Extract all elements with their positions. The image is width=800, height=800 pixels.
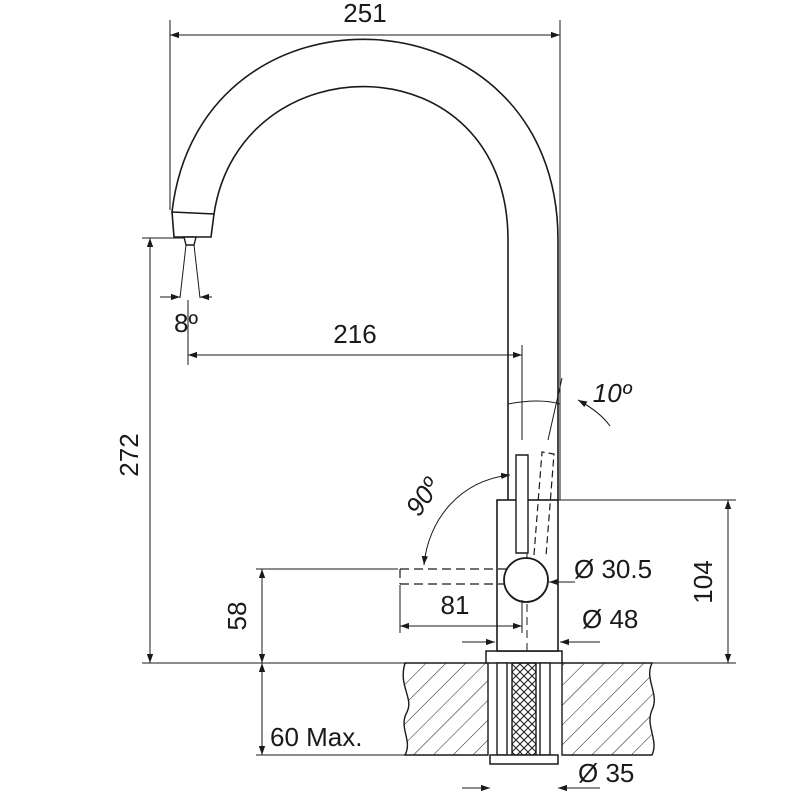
- water-line-2: [193, 244, 201, 299]
- dim-lever-length: 81: [399, 585, 523, 633]
- dim-base-diameter: Ø 48: [462, 604, 638, 646]
- spout-aerator: [171, 211, 215, 238]
- label-lever-angle: 90º: [399, 471, 446, 521]
- dim-max-worktop: 60 Max.: [256, 663, 405, 756]
- worktop-section: [402, 662, 655, 756]
- shank-nut: [489, 754, 559, 765]
- shank-left-rod: [496, 662, 508, 756]
- shank-right-rod: [539, 662, 551, 756]
- label-max-worktop: 60 Max.: [270, 722, 363, 752]
- spout-tip: [183, 236, 197, 246]
- label-shank-diameter: Ø 35: [578, 758, 634, 788]
- dim-spout-angle: 8º: [160, 293, 212, 338]
- label-lever-length: 81: [441, 590, 470, 620]
- lever-tilted: [533, 451, 555, 557]
- base-plate: [485, 650, 563, 664]
- water-line-1: [179, 244, 187, 299]
- lever: [399, 451, 555, 603]
- label-swivel-angle: 10º: [593, 378, 633, 408]
- spout-outer-curve: [171, 38, 559, 500]
- dim-lever-angle: 90º: [399, 471, 511, 566]
- label-base-diameter: Ø 48: [582, 604, 638, 634]
- dim-overall-width: 251: [169, 0, 561, 500]
- label-spout-reach: 216: [333, 319, 376, 349]
- worktop-left: [402, 662, 489, 756]
- dim-shank-diameter: Ø 35: [462, 758, 634, 792]
- dim-lever-height: 58: [222, 568, 398, 663]
- braided-hose: [511, 662, 537, 756]
- dim-body-diameter: Ø 30.5: [549, 554, 652, 586]
- dim-body-height: 104: [558, 499, 736, 664]
- mounting-shank: [485, 650, 563, 765]
- dim-swivel-angle: 10º: [507, 377, 633, 441]
- label-spout-angle: 8º: [174, 308, 198, 338]
- label-overall-width: 251: [343, 0, 386, 28]
- dim-spout-reach: 216: [187, 300, 523, 440]
- lever-horizontal: [399, 568, 506, 585]
- label-height: 272: [114, 433, 144, 476]
- lever-hub: [503, 557, 549, 603]
- label-body-height: 104: [688, 560, 718, 603]
- spout: [171, 38, 559, 500]
- dim-height: 272: [114, 237, 405, 664]
- label-body-diameter: Ø 30.5: [574, 554, 652, 584]
- lever-upright: [515, 454, 529, 554]
- spout-inner-curve: [213, 85, 509, 500]
- label-lever-height: 58: [222, 602, 252, 631]
- worktop-right: [561, 662, 655, 756]
